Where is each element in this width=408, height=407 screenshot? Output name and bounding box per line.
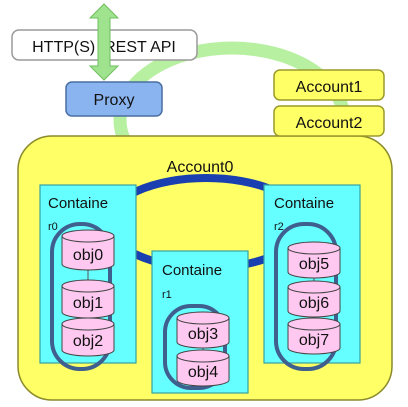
object-label: obj6 — [299, 295, 329, 312]
object-label: obj1 — [73, 295, 103, 312]
object-obj2: obj2 — [61, 317, 115, 357]
object-label: obj5 — [299, 256, 329, 273]
container-1-loop — [163, 304, 227, 390]
object-obj0: obj0 — [61, 229, 115, 271]
object-obj1: obj1 — [61, 279, 115, 319]
object-obj6: obj6 — [287, 280, 341, 318]
proxy-box — [65, 81, 163, 117]
account2-box — [273, 105, 385, 137]
api-double-arrow-icon — [88, 3, 120, 81]
container-0: Containe r0 obj0 obj1 obj2 — [39, 184, 137, 371]
object-label: obj4 — [188, 364, 218, 381]
account1-box — [273, 69, 385, 101]
container-1-title: Containe — [162, 262, 222, 279]
container-1-title-suffix: r1 — [162, 289, 172, 301]
proxy-label: Proxy — [94, 92, 135, 109]
account0-label: Account0 — [167, 159, 234, 176]
container-0-title: Containe — [48, 195, 108, 212]
container-2-title-suffix: r2 — [274, 221, 284, 233]
object-obj5: obj5 — [287, 241, 341, 279]
object-label: obj7 — [299, 332, 329, 349]
object-label: obj2 — [73, 333, 103, 350]
object-label: obj3 — [188, 326, 218, 343]
account1-label: Account1 — [296, 79, 363, 96]
container-0-title-suffix: r0 — [48, 221, 58, 233]
container-1: Containe r1 obj3 obj4 — [151, 250, 249, 394]
object-obj7: obj7 — [287, 317, 341, 355]
account2-label: Account2 — [296, 115, 363, 132]
object-label: obj0 — [73, 247, 103, 264]
container-2-title: Containe — [274, 195, 334, 212]
object-obj3: obj3 — [176, 311, 230, 349]
object-obj4: obj4 — [176, 349, 230, 387]
container-2: Containe r2 obj5 obj6 obj7 — [263, 184, 361, 371]
